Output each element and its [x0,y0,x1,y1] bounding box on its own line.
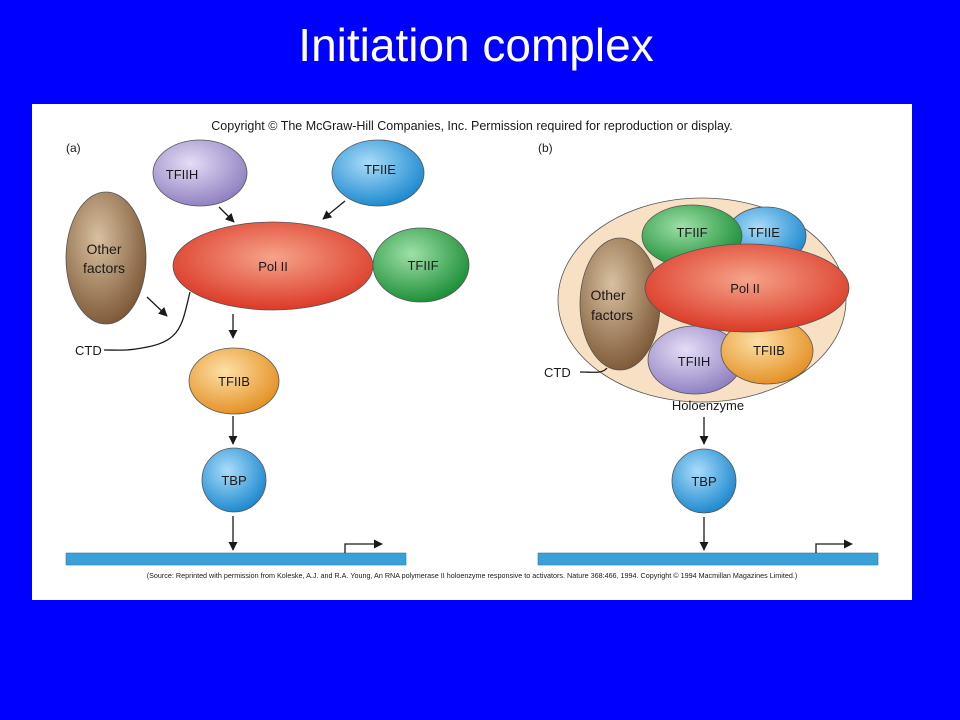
panel-b-label: (b) [538,141,553,155]
ctd-label-b: CTD [544,365,571,380]
tfiif-label-b: TFIIF [676,225,707,240]
tfiie-label-b: TFIIE [748,225,780,240]
arrow-other-to-pol2 [146,296,168,317]
other-factors-line1: Other [86,241,121,257]
tfiib-label-b: TFIIB [753,343,785,358]
other-factors-oval-b [579,237,661,371]
tfiib-label: TFIIB [218,374,250,389]
panel-a-label: (a) [66,141,81,155]
tfiib-oval [188,347,280,415]
panel-a: (a) TFIIH TFIIE Other factors Pol II TFI… [65,139,470,566]
copyright-text: Copyright © The McGraw-Hill Companies, I… [211,119,732,133]
arrow-tfiih-to-pol2 [218,206,235,223]
figure-panel: Copyright © The McGraw-Hill Companies, I… [32,104,912,600]
transcription-start-arrow-b [815,539,853,553]
tfiif-oval [372,227,470,303]
other-factors-line1-b: Other [590,287,625,303]
ctd-tail-b [579,367,608,373]
tbp-label: TBP [221,473,246,488]
tbp-circle [201,447,267,513]
tfiih-label-b: TFIIH [678,354,711,369]
other-factors-line2-b: factors [591,307,633,323]
slide-title: Initiation complex [298,19,654,71]
tfiih-label: TFIIH [166,167,199,182]
arrow-tfiie-to-pol2 [322,200,346,220]
tbp-circle-b [671,448,737,514]
dna-bar-b [537,552,879,566]
initiation-complex-diagram: Copyright © The McGraw-Hill Companies, I… [65,119,879,580]
holoenzyme-label: Holoenzyme [672,398,744,413]
other-factors-oval [65,191,147,325]
tfiie-oval [331,139,425,207]
tfiif-label: TFIIF [407,258,438,273]
pol2-oval-b [644,243,850,333]
ctd-label: CTD [75,343,102,358]
tfiie-label: TFIIE [364,162,396,177]
pol2-label: Pol II [258,259,288,274]
tfiih-oval [152,139,248,207]
transcription-start-arrow [344,539,383,553]
panel-b: (b) TFIIE TFIIF TFIIH TFIIB Other factor… [537,141,879,566]
source-citation: (Source: Reprinted with permission from … [147,571,798,580]
ctd-tail [103,291,191,351]
dna-bar [65,552,407,566]
tbp-label-b: TBP [691,474,716,489]
pol2-label-b: Pol II [730,281,760,296]
other-factors-line2: factors [83,260,125,276]
